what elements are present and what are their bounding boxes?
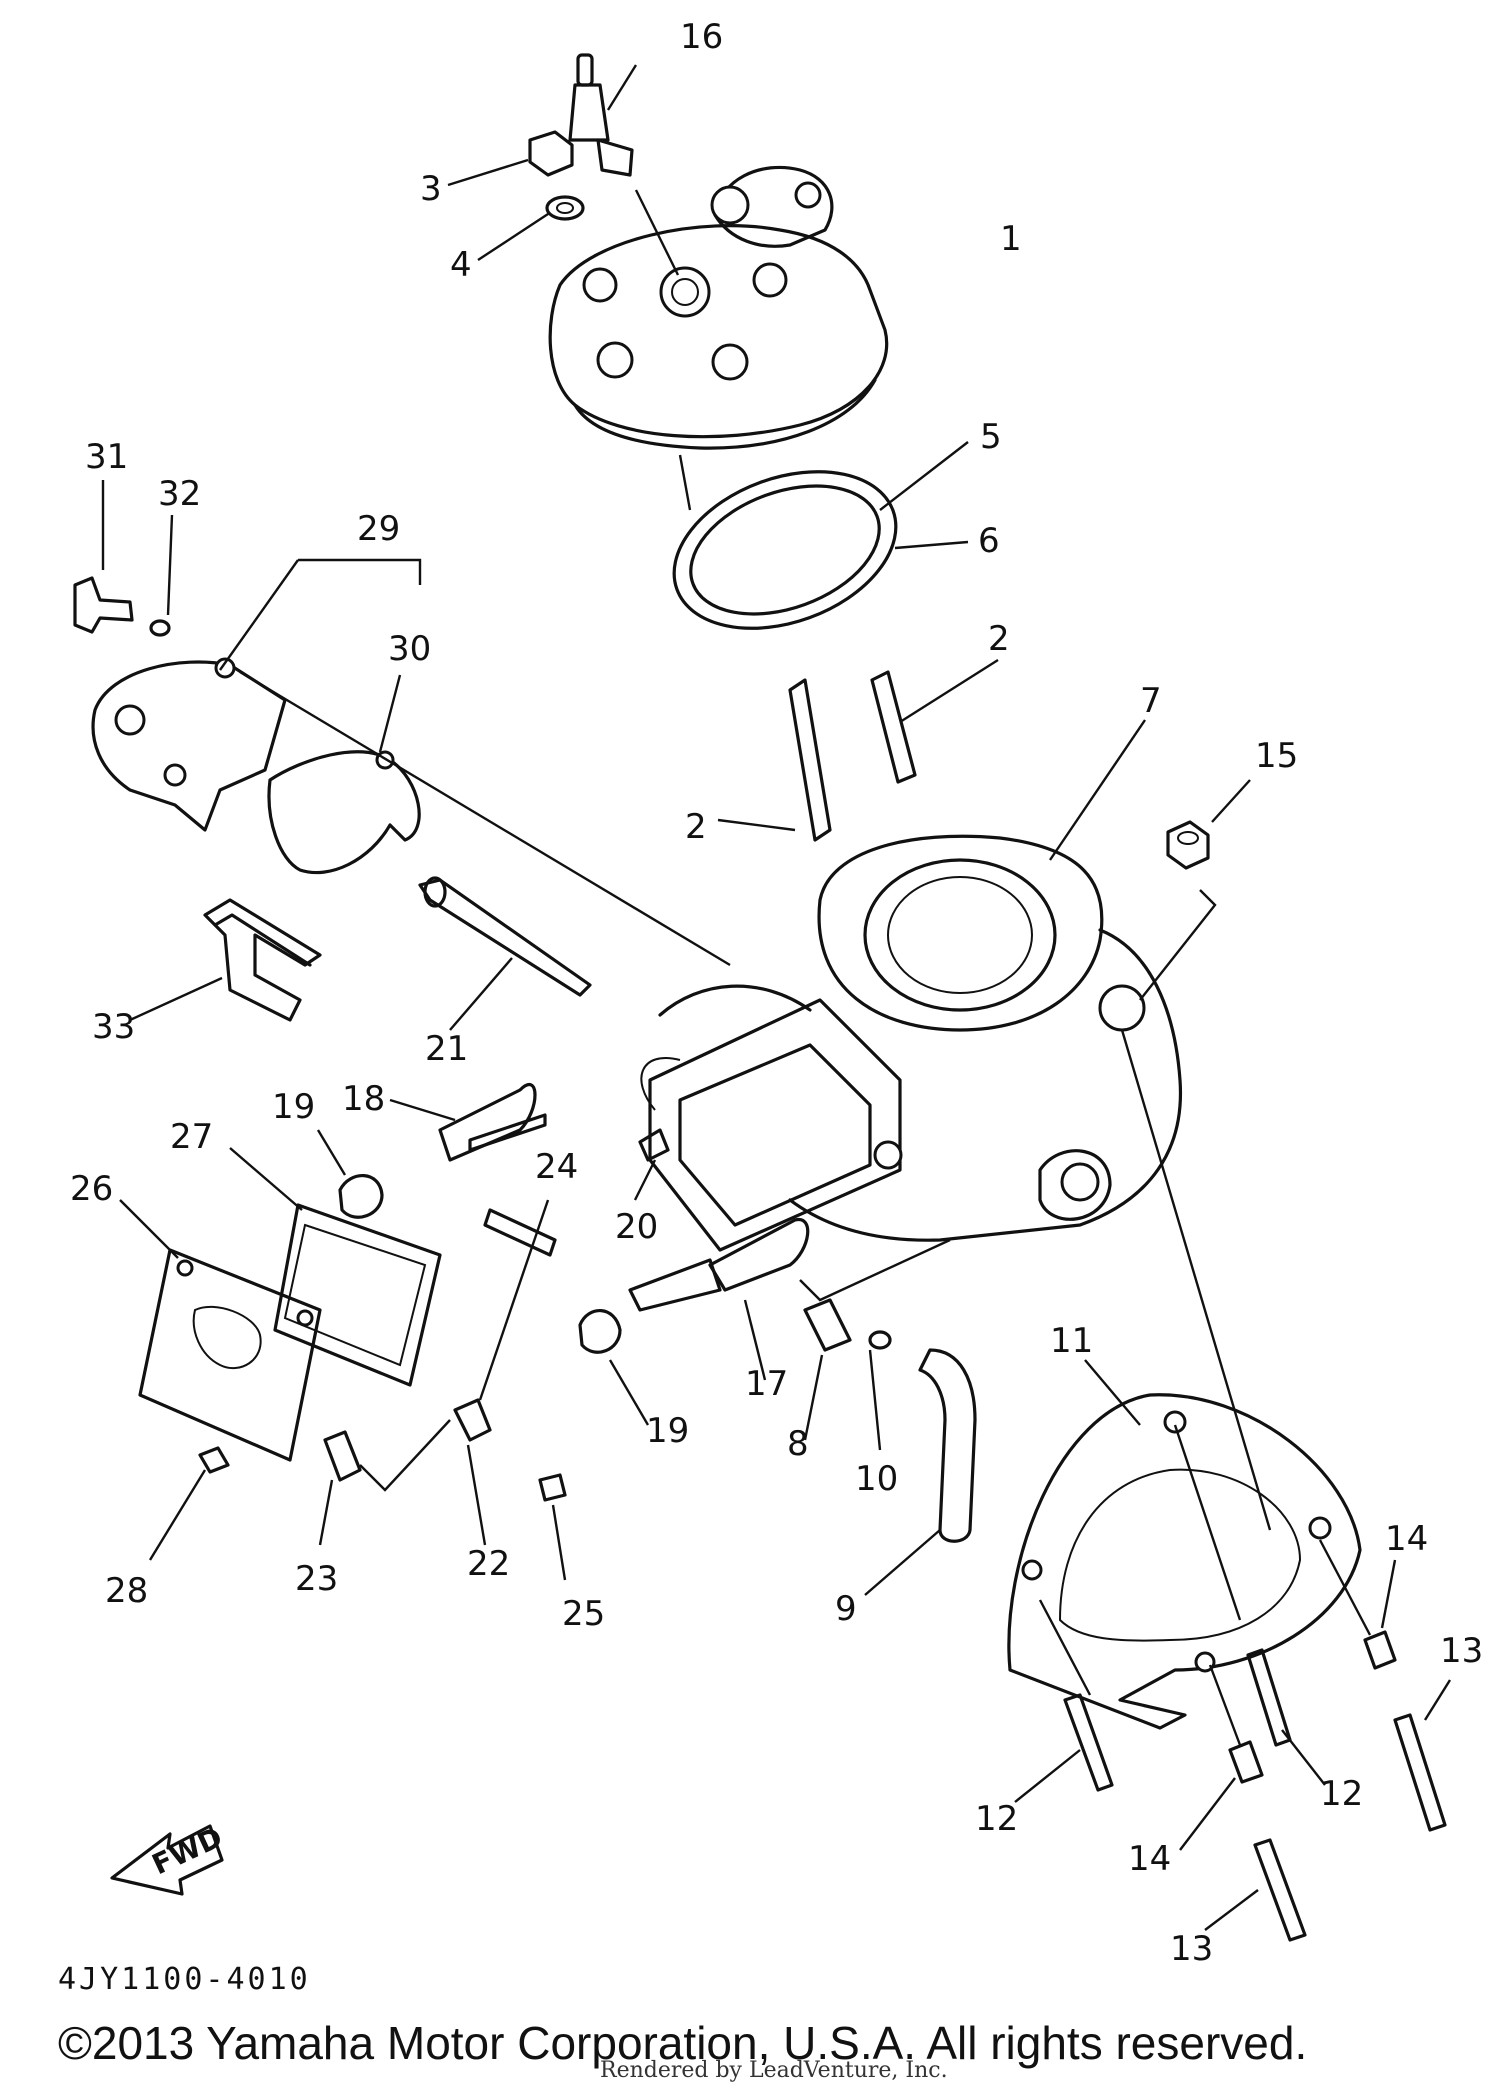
callout-25: 25 [562,1594,605,1634]
callout-11: 11 [1050,1321,1093,1361]
callout-4: 4 [450,245,472,285]
callout-19-lower: 19 [646,1411,689,1451]
callout-29: 29 [357,509,400,549]
callout-14-upper: 14 [1385,1519,1428,1559]
copyright-notice: ©2013 Yamaha Motor Corporation, U.S.A. A… [58,2017,1308,2069]
callout-32: 32 [158,474,201,514]
callout-14-lower: 14 [1128,1839,1171,1879]
callout-2-lower: 2 [685,807,707,847]
callout-19-upper: 19 [272,1087,315,1127]
callout-18: 18 [342,1079,385,1119]
callout-13-upper: 13 [1440,1631,1483,1671]
callout-9: 9 [835,1589,857,1629]
head-gasket-rings [672,441,969,630]
base-studs-and-nuts [1014,1029,1452,1942]
callout-31: 31 [85,437,128,477]
fwd-arrow-icon: FWD [110,1820,227,1896]
hose-assembly [799,1238,977,1596]
cover-bolt-and-washer [73,480,174,637]
diagram-part-number: 4JY1100-4010 [58,1962,311,1997]
cylinder-nut [1139,779,1251,1001]
rendered-by-credit: Rendered by LeadVenture, Inc. [600,2058,948,2083]
cylinder-head [548,165,889,450]
callout-28: 28 [105,1571,148,1611]
cylinder-studs [717,658,999,842]
cover-gasket-27 [229,1147,442,1387]
callout-10: 10 [855,1459,898,1499]
valve-bushes [316,1129,650,1426]
valve-shaft [418,876,592,1031]
callout-26: 26 [70,1169,113,1209]
cylinder-body [640,719,1183,1252]
callout-15: 15 [1255,736,1298,776]
spark-plug [568,53,680,276]
callout-21: 21 [425,1029,468,1069]
callout-33: 33 [92,1007,135,1047]
cover-plate-26 [119,1199,322,1462]
callout-5: 5 [980,417,1002,457]
callout-23: 23 [295,1559,338,1599]
callout-27: 27 [170,1117,213,1157]
callout-16: 16 [680,17,723,57]
callout-12-left: 12 [975,1799,1018,1839]
callout-labels: 16 3 1 4 5 6 31 32 29 30 2 2 7 15 33 21 … [70,17,1483,1969]
callout-22: 22 [467,1544,510,1584]
valve-cover [91,558,731,967]
callout-6: 6 [978,521,1000,561]
callout-24: 24 [535,1147,578,1187]
fwd-label: FWD [147,1820,227,1881]
callout-30: 30 [388,629,431,669]
callout-12-right: 12 [1320,1774,1363,1814]
valve-clip [129,898,322,1022]
small-hardware [148,1128,670,1581]
callout-13-lower: 13 [1170,1929,1213,1969]
callout-20: 20 [615,1207,658,1247]
exhaust-valve-18 [389,1082,547,1162]
callout-17: 17 [745,1364,788,1404]
callout-7: 7 [1140,681,1162,721]
callout-1: 1 [1000,219,1022,259]
callout-3: 3 [420,169,442,209]
exhaust-valve-17 [628,1218,810,1381]
base-gasket [1007,1359,1362,1730]
head-nut-and-washer [447,130,585,262]
callout-8: 8 [787,1424,809,1464]
callout-2-upper: 2 [988,619,1010,659]
